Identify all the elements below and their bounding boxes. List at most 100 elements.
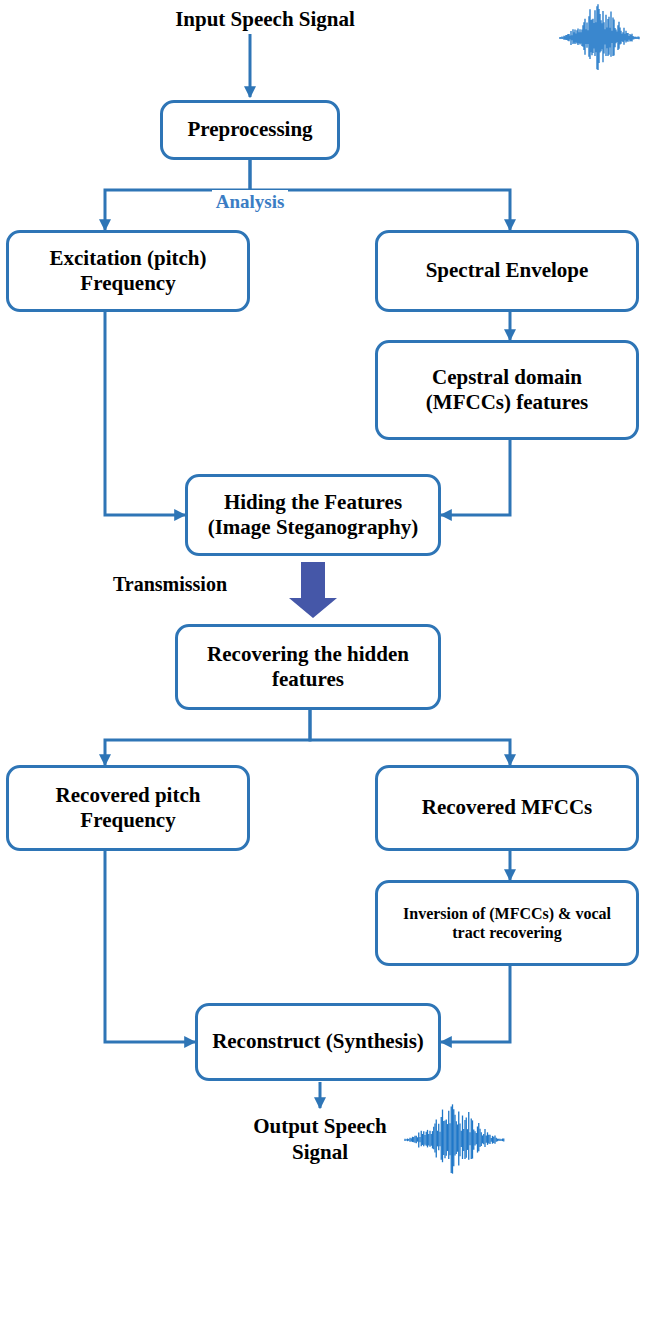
waveform-stroke [481, 1132, 482, 1146]
waveform-stroke [620, 31, 621, 44]
waveform-stroke [411, 1138, 412, 1141]
waveform-stroke [626, 33, 627, 41]
waveform-stroke [560, 37, 561, 38]
waveform-stroke [484, 1129, 485, 1147]
waveform-stroke [594, 10, 595, 56]
waveform-stroke [494, 1136, 495, 1144]
waveform-stroke [579, 29, 580, 44]
waveform-stroke [416, 1136, 417, 1144]
waveform-stroke [463, 1129, 464, 1151]
waveform-stroke [618, 22, 619, 49]
waveform-stroke [634, 37, 635, 39]
waveform-stroke [429, 1131, 430, 1147]
process-box: Recovered MFCCs [375, 765, 639, 851]
waveform-stroke [492, 1136, 493, 1144]
flow-arrow [105, 710, 310, 765]
waveform-stroke [452, 1104, 453, 1173]
waveform-stroke [431, 1134, 432, 1146]
waveform-stroke [407, 1139, 408, 1142]
waveform-stroke [559, 37, 560, 39]
waveform-stroke [436, 1120, 437, 1158]
process-box: Excitation (pitch) Frequency [6, 230, 250, 312]
process-box: Preprocessing [160, 100, 340, 160]
waveform-stroke [584, 19, 585, 55]
waveform-stroke [478, 1123, 479, 1151]
waveform-stroke [592, 19, 593, 53]
process-box: Reconstruct (Synthesis) [195, 1003, 441, 1081]
waveform-stroke [438, 1124, 439, 1151]
waveform-stroke [483, 1134, 484, 1144]
box-text: Spectral Envelope [426, 258, 589, 283]
waveform-stroke [412, 1137, 413, 1142]
process-box: Recovering the hidden features [175, 624, 441, 710]
flow-arrow [509, 851, 512, 880]
waveform-stroke [427, 1130, 428, 1148]
waveform-stroke [419, 1137, 420, 1142]
process-box: Hiding the Features (Image Steganography… [185, 474, 441, 556]
box-text: Recovered pitch Frequency [19, 783, 237, 833]
waveform-stroke [599, 14, 600, 53]
waveform-stroke [598, 9, 599, 63]
waveform-stroke [586, 23, 587, 48]
waveform-stroke [496, 1138, 497, 1142]
waveform-stroke [491, 1138, 492, 1142]
box-text: Excitation (pitch) Frequency [19, 246, 237, 296]
waveform-stroke [469, 1132, 470, 1145]
waveform-stroke [423, 1131, 424, 1146]
waveform-stroke [459, 1123, 460, 1156]
waveform-stroke [408, 1139, 409, 1141]
waveform-stroke [619, 27, 620, 44]
stage-label: Transmission [100, 572, 240, 597]
waveform-stroke [449, 1123, 450, 1155]
waveform-stroke [638, 37, 639, 40]
waveform-stroke [462, 1116, 463, 1159]
waveform-stroke [502, 1139, 503, 1142]
waveform-stroke [477, 1126, 478, 1152]
stage-label: Analysis [212, 190, 289, 214]
waveform-stroke [600, 20, 601, 51]
output-waveform [405, 1104, 504, 1173]
waveform-stroke [602, 11, 603, 62]
waveform-stroke [458, 1111, 459, 1165]
flow-arrow [105, 312, 185, 515]
waveform-stroke [574, 30, 575, 44]
waveform-stroke [442, 1110, 443, 1163]
waveform-stroke [497, 1139, 498, 1142]
waveform-stroke [487, 1132, 488, 1145]
waveform-stroke [610, 12, 611, 57]
waveform-stroke [636, 37, 637, 38]
waveform-stroke [466, 1117, 467, 1157]
waveform-stroke [589, 9, 590, 59]
signal-label: Output Speech Signal [240, 1113, 400, 1166]
waveform-stroke [568, 34, 569, 41]
box-text: Cepstral domain (MFCCs) features [388, 365, 626, 415]
waveform-stroke [563, 36, 564, 40]
waveform-stroke [572, 29, 573, 44]
waveform-stroke [503, 1139, 504, 1142]
waveform-stroke [476, 1133, 477, 1144]
waveform-stroke [418, 1133, 419, 1148]
waveform-stroke [464, 1120, 465, 1159]
waveform-stroke [444, 1120, 445, 1158]
waveform-stroke [479, 1129, 480, 1147]
waveform-stroke [426, 1132, 427, 1146]
waveform-stroke [613, 19, 614, 55]
waveform-stroke [488, 1135, 489, 1144]
flow-arrow [441, 440, 510, 515]
transmission-arrow [289, 562, 337, 618]
waveform-stroke [567, 34, 568, 41]
waveform-stroke [473, 1129, 474, 1149]
waveform-stroke [635, 37, 636, 39]
input-waveform [560, 4, 639, 70]
waveform-stroke [428, 1134, 429, 1146]
waveform-stroke [432, 1131, 433, 1148]
waveform-stroke [561, 37, 562, 40]
waveform-stroke [451, 1107, 452, 1173]
waveform-stroke [447, 1124, 448, 1151]
waveform-stroke [413, 1137, 414, 1142]
waveform-stroke [565, 35, 566, 40]
waveform-stroke [461, 1131, 462, 1147]
waveform-stroke [570, 31, 571, 45]
waveform-stroke [631, 34, 632, 42]
waveform-stroke [409, 1138, 410, 1142]
